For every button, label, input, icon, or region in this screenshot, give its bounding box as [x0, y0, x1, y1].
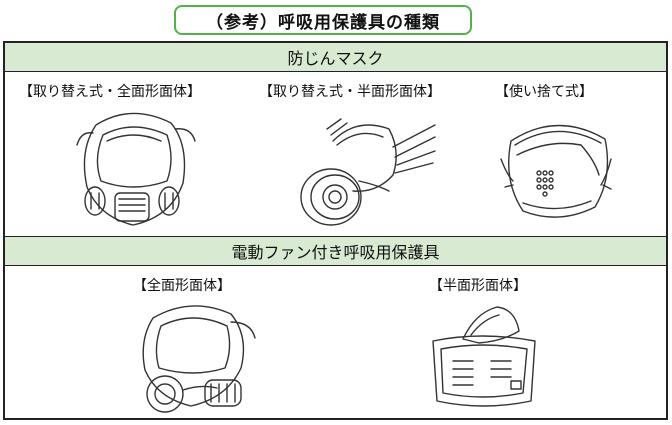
powered-full-face-illustration: [142, 305, 256, 413]
section-heading-powered-respirator: 電動ファン付き呼吸用保護具: [5, 236, 666, 266]
section-heading-text: 防じんマスク: [287, 49, 384, 68]
label-replaceable-full-face: 【取り替え式・全面形面体】: [19, 84, 201, 100]
half-face-mask-illustration: [300, 118, 436, 226]
section-heading-dust-mask: 防じんマスク: [5, 43, 666, 72]
page-title-text: （参考）呼吸用保護具の種類: [206, 12, 440, 33]
label-full-face: 【全面形面体】: [133, 278, 231, 294]
label-half-face: 【半面形面体】: [429, 278, 527, 294]
respirator-table: 防じんマスク 【取り替え式・全面形面体】 【取り替え式・半面形面体】 【使い捨て…: [3, 41, 668, 420]
full-face-mask-illustration: [76, 112, 196, 226]
label-replaceable-half-face: 【取り替え式・半面形面体】: [259, 84, 441, 100]
label-disposable: 【使い捨て式】: [495, 84, 593, 100]
section-heading-text: 電動ファン付き呼吸用保護具: [231, 243, 440, 262]
page-title: （参考）呼吸用保護具の種類: [174, 5, 472, 35]
disposable-mask-illustration: [500, 124, 612, 218]
powered-half-face-illustration: [432, 306, 536, 407]
